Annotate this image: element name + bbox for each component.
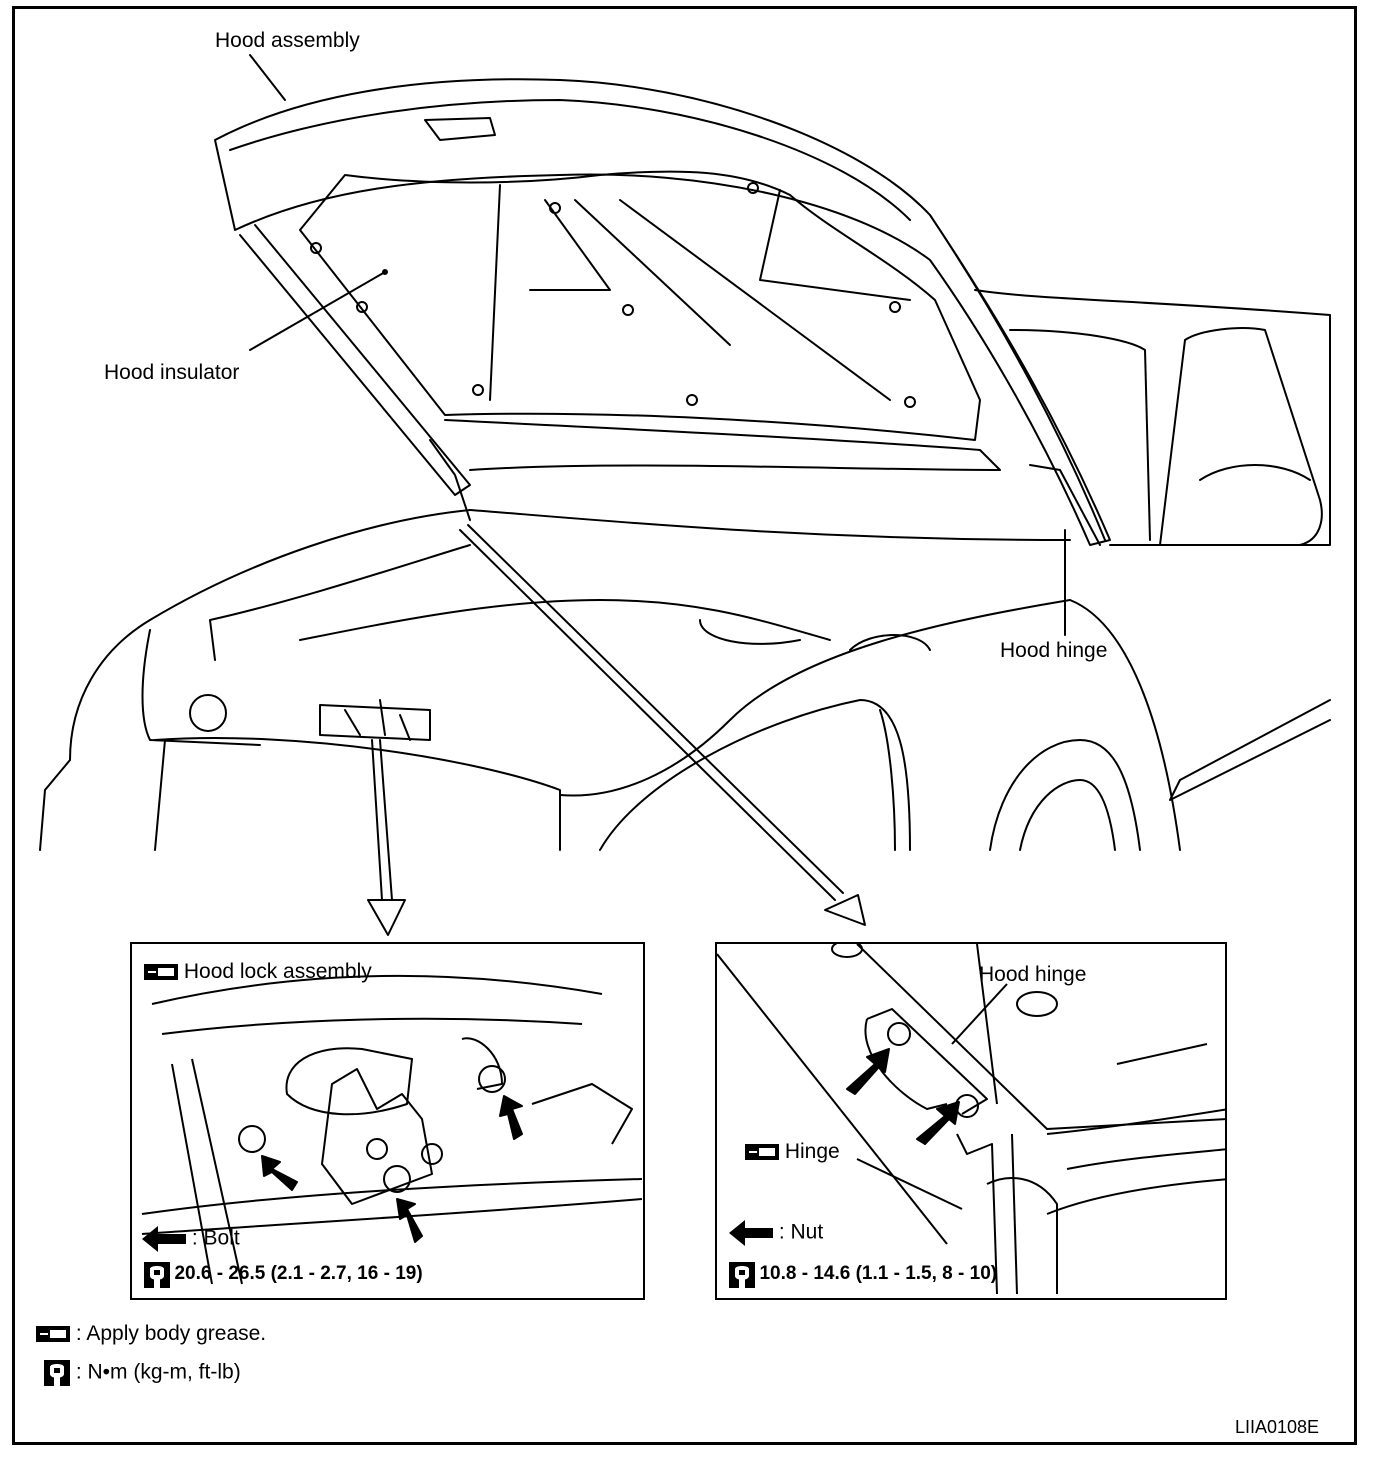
hood-lock-illustration bbox=[141, 974, 643, 1285]
label-hood-assembly: Hood assembly bbox=[215, 29, 360, 52]
bolt-legend-label: : Bolt bbox=[191, 1226, 240, 1250]
hood-insulator-pad bbox=[299, 170, 981, 441]
figure-id: LIIA0108E bbox=[1235, 1417, 1320, 1437]
nut-torque-row: 10.8 - 14.6 (1.1 - 1.5, 8 - 10) bbox=[729, 1262, 997, 1288]
bolt-center bbox=[383, 1165, 411, 1193]
wrench-icon bbox=[729, 1262, 755, 1288]
nut-legend-row: : Nut bbox=[729, 1220, 823, 1246]
figure-frame bbox=[12, 6, 1357, 1445]
bolt-arrow-2 bbox=[396, 1198, 423, 1243]
hood-panel-outline bbox=[214, 78, 1111, 546]
callout-arrow-left bbox=[367, 739, 406, 936]
bolt-torque: 20.6 - 26.5 (2.1 - 2.7, 16 - 19) bbox=[174, 1263, 423, 1285]
hood-hinge-inset-title: Hood hinge bbox=[979, 963, 1087, 986]
nut-torque: 10.8 - 14.6 (1.1 - 1.5, 8 - 10) bbox=[759, 1263, 998, 1285]
wrench-icon bbox=[44, 1360, 70, 1386]
grease-icon bbox=[144, 964, 178, 981]
hood-lock-title-row: Hood lock assembly bbox=[144, 960, 372, 984]
bolt-legend-row: : Bolt bbox=[142, 1226, 240, 1252]
bolt-arrow-1 bbox=[261, 1155, 298, 1191]
grease-icon bbox=[36, 1326, 70, 1343]
legend-grease-text: : Apply body grease. bbox=[75, 1322, 267, 1345]
leader-hood-insulator bbox=[249, 271, 386, 351]
nut-arrow-1 bbox=[846, 1048, 890, 1095]
hood-lock-title: Hood lock assembly bbox=[183, 960, 372, 983]
callout-arrow-right bbox=[459, 524, 866, 926]
label-hood-insulator: Hood insulator bbox=[104, 361, 240, 384]
nut-legend-label: : Nut bbox=[778, 1220, 824, 1244]
bolt-right bbox=[478, 1065, 506, 1093]
inset-hood-lock: Hood lock assembly : Bolt 20.6 - 26.5 (2… bbox=[130, 942, 645, 1300]
bolt-arrow-3 bbox=[499, 1095, 523, 1140]
nut-arrow-2 bbox=[916, 1101, 960, 1145]
grease-icon bbox=[745, 1144, 779, 1161]
leader-hood-assembly bbox=[249, 54, 286, 101]
bolt-torque-row: 20.6 - 26.5 (2.1 - 2.7, 16 - 19) bbox=[144, 1262, 423, 1288]
car-body-outline bbox=[39, 509, 471, 851]
hinge-grease-row: Hinge bbox=[745, 1140, 840, 1164]
legend-torque-row: : N•m (kg-m, ft-lb) bbox=[44, 1360, 241, 1386]
nut-upper bbox=[887, 1022, 911, 1046]
legend-grease-row: : Apply body grease. bbox=[36, 1322, 266, 1346]
legend-torque-text: : N•m (kg-m, ft-lb) bbox=[75, 1360, 241, 1384]
bolt-left bbox=[238, 1125, 266, 1153]
wrench-icon bbox=[144, 1262, 170, 1288]
inset-hood-hinge: Hood hinge Hinge : Nut 10.8 - 14.6 (1.1 … bbox=[715, 942, 1227, 1300]
hood-hinge-illustration bbox=[717, 944, 1225, 1295]
hinge-grease-label: Hinge bbox=[784, 1140, 840, 1163]
arrow-left-icon bbox=[142, 1226, 186, 1252]
label-hood-hinge: Hood hinge bbox=[1000, 639, 1108, 662]
arrow-left-icon bbox=[729, 1220, 773, 1246]
